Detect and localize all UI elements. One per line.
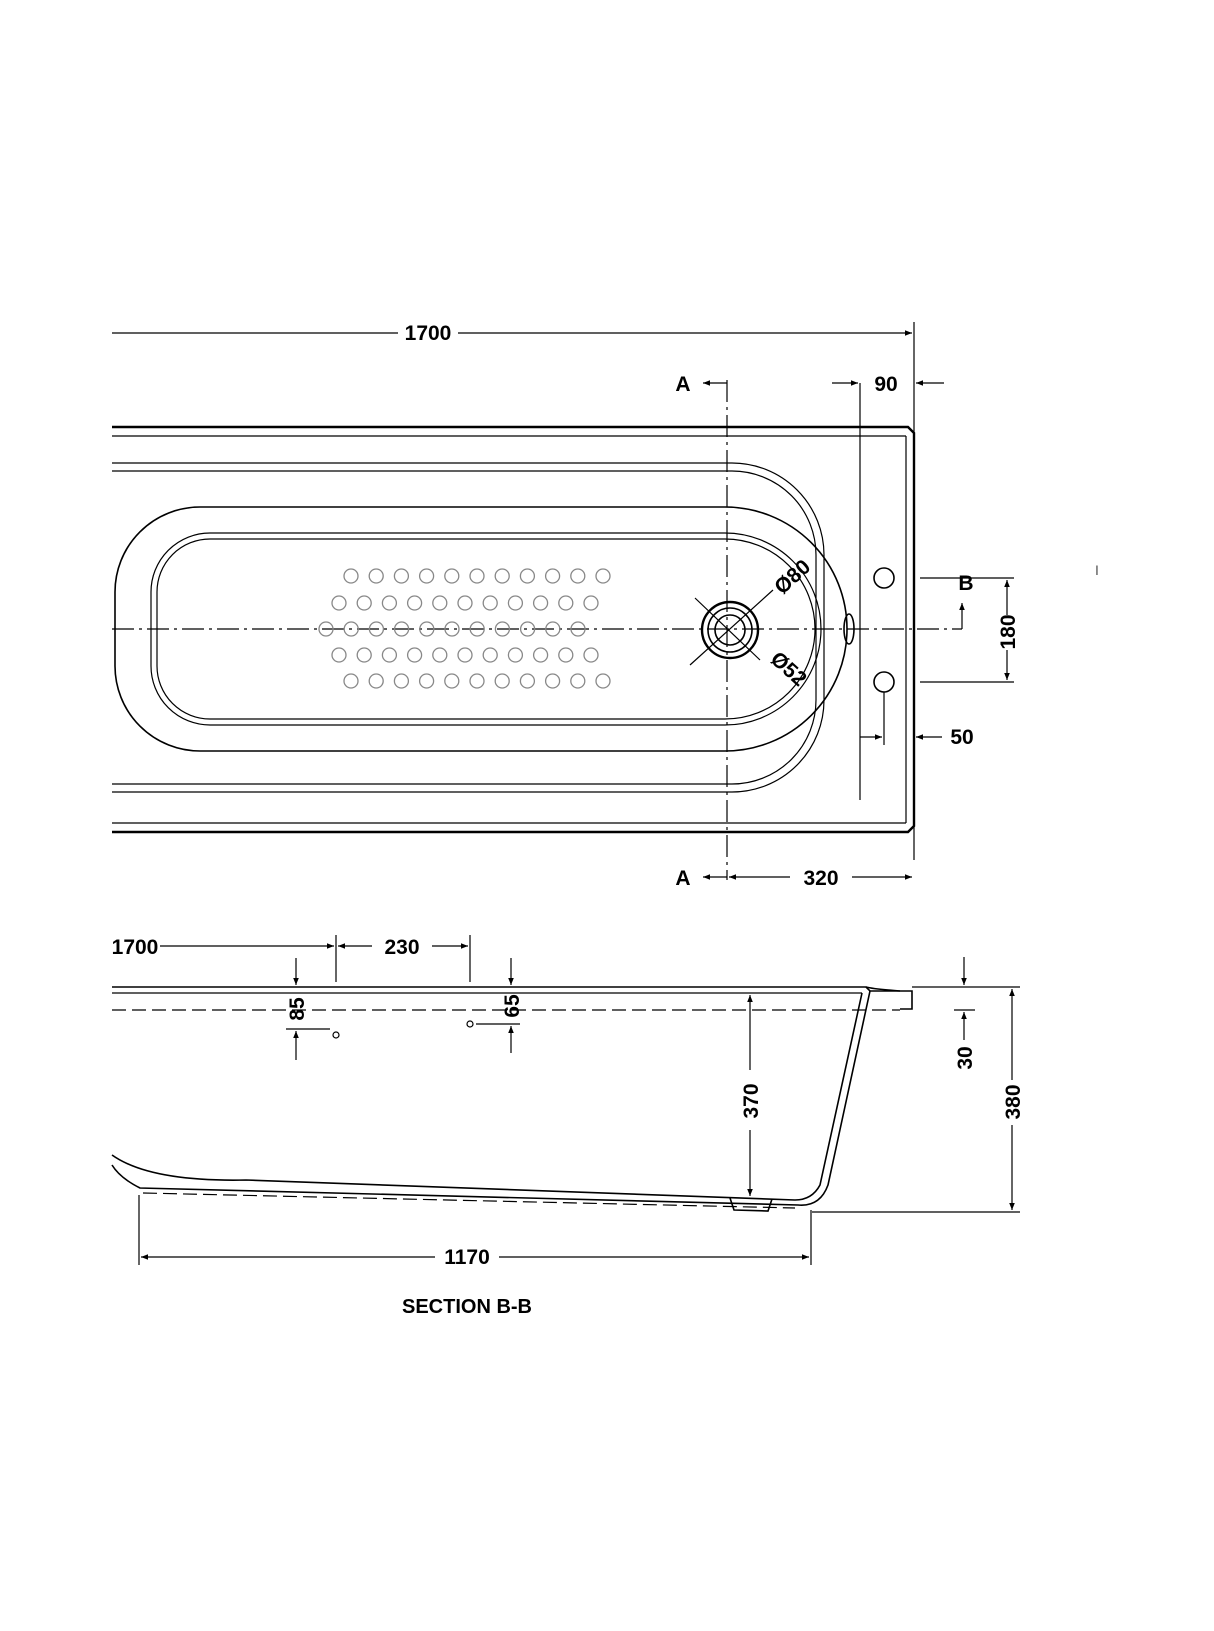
anti-slip-dot bbox=[393, 673, 410, 689]
anti-slip-dot bbox=[570, 673, 586, 689]
anti-slip-dot bbox=[419, 621, 435, 637]
label-right-drop: 65 bbox=[501, 994, 524, 1018]
label-waste-outer-dia: Ø80 bbox=[770, 555, 815, 599]
anti-slip-dot bbox=[444, 673, 460, 689]
anti-slip-dot bbox=[494, 673, 510, 689]
anti-slip-dot bbox=[393, 621, 410, 637]
anti-slip-dot bbox=[595, 673, 611, 689]
anti-slip-dot bbox=[393, 568, 410, 584]
anti-slip-dot bbox=[482, 595, 498, 611]
anti-slip-dot bbox=[432, 647, 448, 663]
section-b-label: B bbox=[958, 572, 973, 595]
anti-slip-dot bbox=[331, 647, 347, 663]
anti-slip-dot bbox=[418, 568, 435, 584]
anti-slip-dot bbox=[494, 621, 511, 637]
anti-slip-dot bbox=[343, 568, 359, 584]
anti-slip-dot bbox=[482, 647, 498, 663]
anti-slip-dot bbox=[507, 647, 524, 663]
anti-slip-dot bbox=[545, 621, 561, 637]
label-overall-length: 1700 bbox=[405, 322, 452, 345]
dim-overall-height: 380 bbox=[812, 986, 1025, 1213]
plan-view: 1700 A A 90 bbox=[112, 322, 1020, 890]
anti-slip-dot bbox=[318, 621, 334, 637]
anti-slip-dot bbox=[368, 673, 384, 689]
anti-slip-dot bbox=[544, 673, 561, 689]
label-inner-depth: 370 bbox=[740, 1083, 763, 1118]
anti-slip-dot bbox=[331, 595, 347, 611]
anti-slip-dot bbox=[457, 647, 473, 663]
anti-slip-dot bbox=[368, 568, 384, 584]
anti-slip-dot bbox=[381, 647, 398, 663]
section-a-top-label: A bbox=[675, 373, 690, 396]
anti-slip-dot bbox=[595, 568, 611, 584]
dim-waste-offset: 320 bbox=[729, 867, 912, 890]
anti-slip-dot bbox=[519, 621, 536, 637]
dim-tap-spacing: 180 bbox=[920, 577, 1020, 683]
anti-slip-dot bbox=[519, 673, 536, 689]
tap-hole-top bbox=[873, 567, 895, 589]
label-floor-length: 1170 bbox=[444, 1246, 490, 1269]
label-tap-offset: 50 bbox=[950, 726, 973, 749]
label-left-drop: 85 bbox=[286, 997, 309, 1021]
dim-tap-offset: 50 bbox=[860, 692, 974, 749]
dim-right-drop: 65 bbox=[466, 958, 524, 1053]
anti-slip-dot bbox=[469, 568, 485, 584]
label-base-length: 1700 bbox=[112, 936, 159, 959]
anti-slip-dot bbox=[469, 621, 485, 637]
stray-mark: I bbox=[1095, 562, 1099, 578]
dim-rim-thickness: 30 bbox=[954, 957, 977, 1070]
label-overall-height: 380 bbox=[1002, 1084, 1025, 1119]
anti-slip-dot bbox=[343, 621, 359, 637]
anti-slip-dot bbox=[406, 647, 423, 663]
anti-slip-dot bbox=[519, 568, 536, 584]
anti-slip-dot bbox=[356, 647, 372, 663]
anti-slip-dot bbox=[457, 595, 473, 611]
dim-floor-length: 1170 bbox=[138, 1195, 812, 1269]
label-spacing: 230 bbox=[384, 936, 419, 959]
anti-slip-dot bbox=[583, 595, 599, 611]
anti-slip-dot bbox=[469, 673, 485, 689]
label-tap-spacing: 180 bbox=[997, 614, 1020, 649]
dim-left-drop: 85 bbox=[286, 958, 340, 1060]
anti-slip-dot bbox=[558, 595, 574, 611]
anti-slip-dot bbox=[570, 568, 586, 584]
anti-slip-dot bbox=[381, 595, 398, 611]
anti-slip-dot bbox=[444, 621, 460, 637]
label-waste-offset: 320 bbox=[803, 867, 838, 890]
waste-outlet: Ø80 Ø52 bbox=[689, 555, 815, 691]
anti-slip-dot bbox=[406, 595, 423, 611]
anti-slip-dot bbox=[532, 647, 549, 663]
anti-slip-dot bbox=[544, 568, 561, 584]
anti-slip-dot bbox=[494, 568, 510, 584]
anti-slip-dot bbox=[432, 595, 448, 611]
anti-slip-dot bbox=[532, 595, 549, 611]
anti-slip-dot bbox=[583, 647, 599, 663]
label-rim-end: 90 bbox=[874, 373, 897, 396]
tap-hole-bottom bbox=[873, 671, 895, 693]
anti-slip-dot bbox=[343, 673, 359, 689]
anti-slip-dot bbox=[368, 621, 385, 637]
anti-slip-dot bbox=[570, 621, 586, 637]
dim-section-top-chain: 1700 230 bbox=[112, 935, 471, 982]
section-title: SECTION B-B bbox=[402, 1296, 532, 1318]
label-rim-thickness: 30 bbox=[954, 1046, 977, 1069]
anti-slip-dot-grid bbox=[318, 568, 611, 689]
section-a-bottom-label: A bbox=[675, 867, 690, 890]
overflow bbox=[843, 613, 855, 645]
bath-outline-plan bbox=[112, 425, 916, 834]
section-view: 1700 230 85 65 bbox=[111, 935, 1025, 1318]
bath-section-shell bbox=[111, 986, 913, 1212]
anti-slip-dot bbox=[356, 595, 372, 611]
dim-inner-depth: 370 bbox=[740, 995, 763, 1196]
anti-slip-dot bbox=[507, 595, 524, 611]
anti-slip-dot bbox=[418, 673, 435, 689]
anti-slip-dot bbox=[444, 568, 460, 584]
dim-rim-end: 90 bbox=[832, 373, 944, 800]
anti-slip-dot bbox=[558, 647, 574, 663]
